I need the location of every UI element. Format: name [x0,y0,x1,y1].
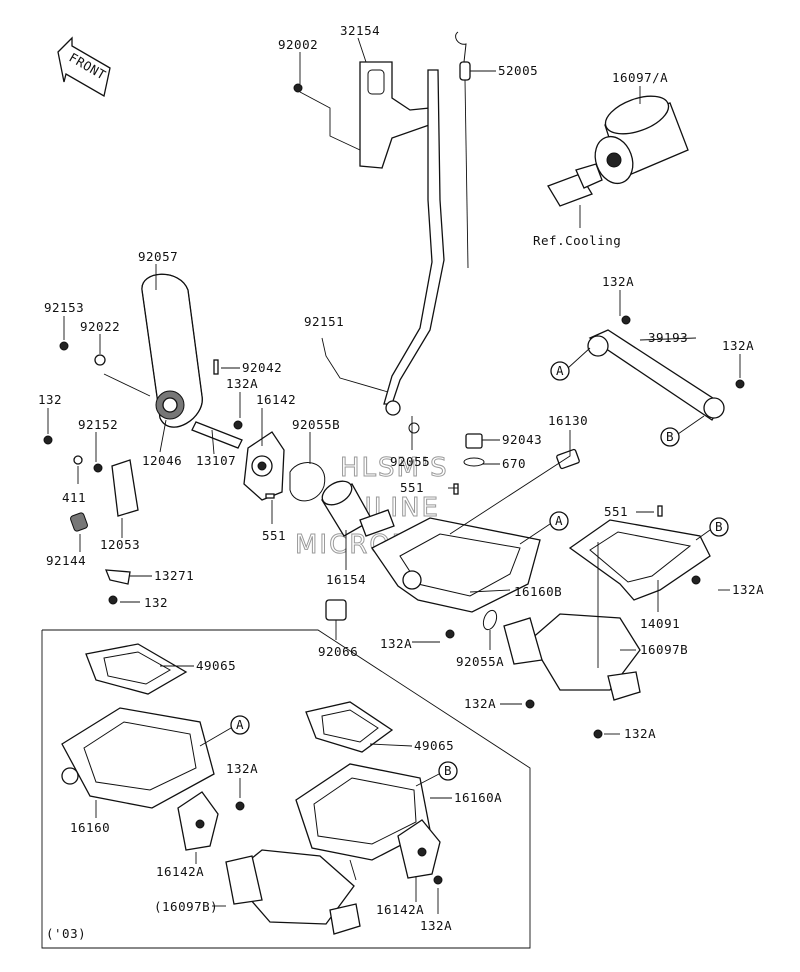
label-92055: 92055 [390,454,430,469]
label-16097-a: 16097/A [612,70,668,85]
watermark-line-1: HLSM'S [340,453,449,483]
ref-cooling-note: Ref.Cooling [533,233,621,248]
label-92144: 92144 [46,553,86,568]
callout-a-inset-text: A [236,717,244,732]
label-16097b-paren: (16097B) [154,899,218,914]
label-49065-b: 49065 [414,738,454,753]
label-551-right: 551 [604,504,628,519]
label-92066: 92066 [318,644,358,659]
label-92002: 92002 [278,37,318,52]
oil-pump [243,431,326,502]
label-92057: 92057 [138,249,178,264]
label-16160: 16160 [70,820,110,835]
label-16154: 16154 [326,572,366,587]
label-16160b: 16160B [514,584,562,599]
oil-pan-16160B [371,422,580,639]
label-16130: 16130 [548,413,588,428]
label-92055b: 92055B [292,417,340,432]
label-92153: 92153 [44,300,84,315]
oil-pump-chain [43,273,203,605]
oil-pipe-connector [587,315,745,421]
label-49065-a: 49065 [196,658,236,673]
callout-b-inset: B [438,761,458,781]
label-551-left: 551 [262,528,286,543]
pump-shaft [191,359,243,449]
leader-lines [47,37,741,914]
label-92022: 92022 [80,319,120,334]
callout-b-connector-text: B [666,429,674,444]
label-132a-top: 132A [602,274,634,289]
label-16142: 16142 [256,392,296,407]
label-16097b: 16097B [640,642,688,657]
callout-leaders [199,347,711,787]
callout-a-connector: A [550,361,570,381]
label-13271: 13271 [154,568,194,583]
callout-b-case: B [709,517,729,537]
front-arrow-icon: FRONT [57,36,111,98]
label-16142a-b: 16142A [376,902,424,917]
oil-cooler-16097B [503,613,641,739]
label-52005: 52005 [498,63,538,78]
label-132a-tr: 132A [732,582,764,597]
label-132: 132 [38,392,62,407]
label-132a-lower2: 132A [624,726,656,741]
callout-a-case: A [549,511,569,531]
label-132a-shaft: 132A [226,376,258,391]
label-132a-inset: 132A [226,761,258,776]
callout-b-connector: B [660,427,680,447]
label-132a-inset2: 132A [420,918,452,933]
callout-b-inset-text: B [444,763,452,778]
label-32154: 32154 [340,23,380,38]
label-13107: 13107 [196,453,236,468]
dipstick [455,31,471,269]
label-92043: 92043 [502,432,542,447]
label-551-mid: 551 [400,480,424,495]
label-39193: 39193 [648,330,688,345]
callout-a-connector-text: A [556,363,564,378]
label-92151: 92151 [304,314,344,329]
inset-1993-variant [41,629,531,949]
label-132a-lower: 132A [464,696,496,711]
label-92055a: 92055A [456,654,504,669]
year-note: ('03) [46,926,86,941]
part-labels: 32154 92002 52005 16097/A Ref.Cooling 92… [38,23,764,941]
label-132-bottom: 132 [144,595,168,610]
label-16142a-a: 16142A [156,864,204,879]
label-16160a: 16160A [454,790,502,805]
label-411: 411 [62,490,86,505]
oil-filter [547,95,689,207]
label-132a-mid: 132A [380,636,412,651]
label-92152: 92152 [78,417,118,432]
label-12046: 12046 [142,453,182,468]
callout-b-case-text: B [715,519,723,534]
oil-pan-cover-14091 [568,505,711,601]
label-12053: 12053 [100,537,140,552]
label-14091: 14091 [640,616,680,631]
callout-a-inset: A [230,715,250,735]
oil-pipe-assembly [293,61,445,416]
oil-strainer [321,480,395,621]
callout-a-case-text: A [555,513,563,528]
label-132a-right: 132A [722,338,754,353]
label-92042: 92042 [242,360,282,375]
label-670: 670 [502,456,526,471]
